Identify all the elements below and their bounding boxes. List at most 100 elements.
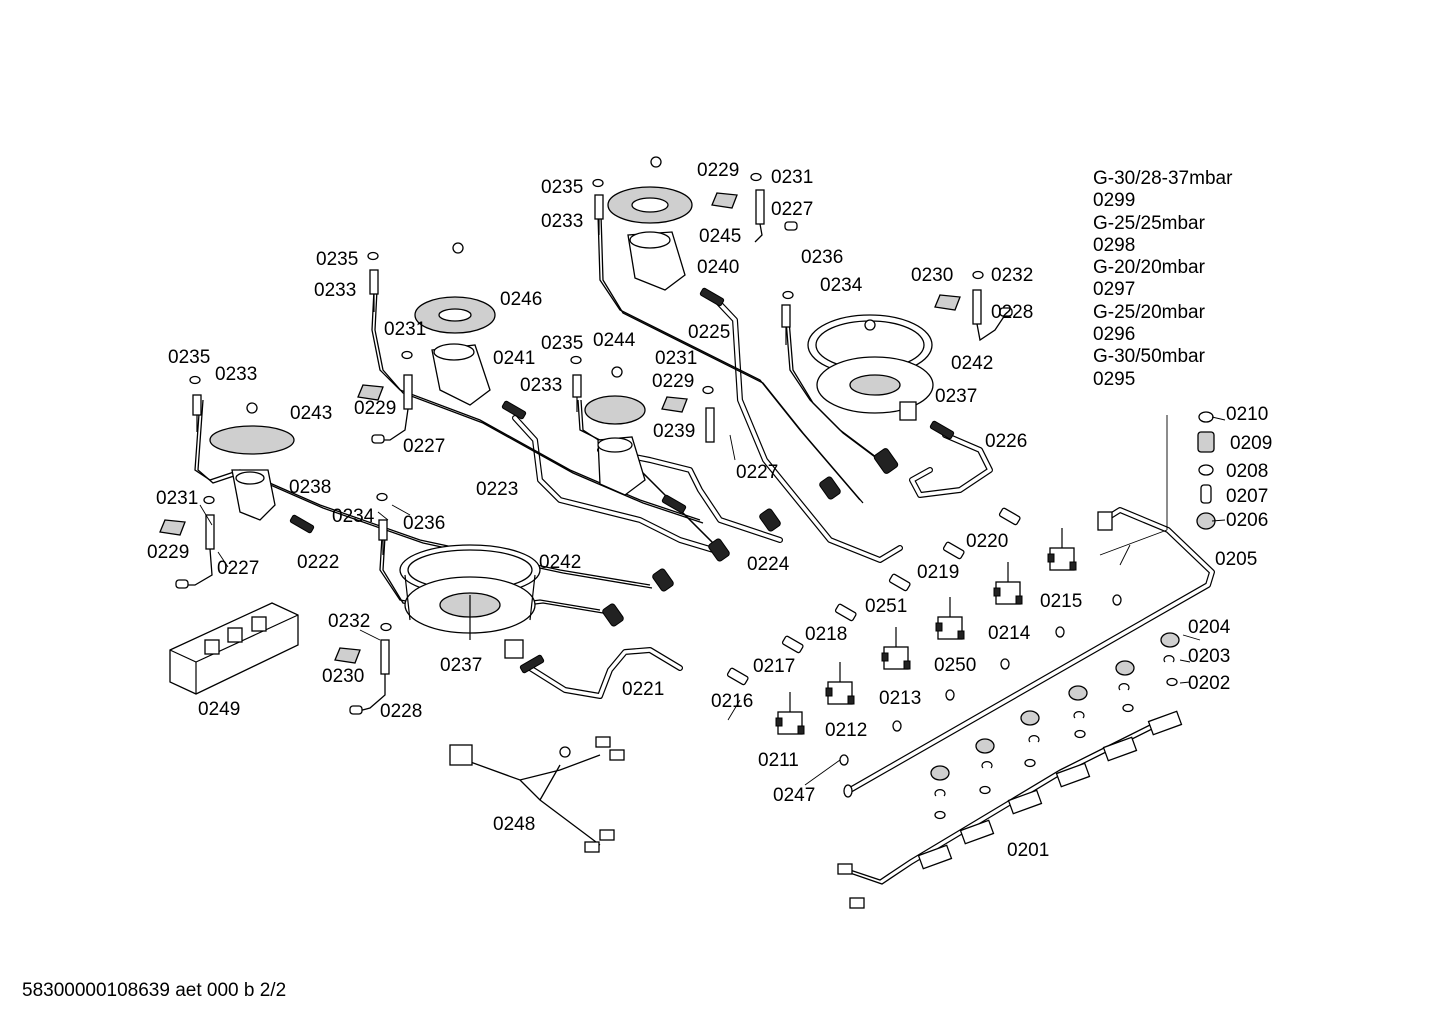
burner-left-small [209, 402, 295, 521]
thermocouple-connectors [602, 448, 899, 627]
callout-label: 0242 [951, 353, 993, 374]
callout-label: 0231 [156, 488, 198, 509]
callout-label: 0214 [988, 623, 1031, 644]
burner-center-small [584, 366, 646, 496]
burner-rear-left [414, 242, 496, 406]
callout-label: 0228 [380, 701, 422, 722]
callout-label: 0233 [541, 211, 583, 232]
callout-label: 0238 [289, 477, 331, 498]
callout-label: 0206 [1226, 510, 1268, 531]
gas-variant-label: G-20/20mbar [1093, 257, 1205, 279]
callout-label: 0240 [697, 257, 739, 278]
callout-label: 0215 [1040, 591, 1082, 612]
callout-label: 0227 [217, 558, 259, 579]
gas-variant-label: G-30/28-37mbar [1093, 168, 1233, 189]
callout-label: 0235 [541, 177, 583, 198]
callout-label: 0248 [493, 814, 535, 835]
callout-label: 0208 [1226, 461, 1268, 482]
callout-label: 0234 [332, 506, 375, 527]
callout-label: 0231 [384, 319, 426, 340]
callout-label: 0229 [697, 160, 739, 181]
electrode-leads [175, 221, 1013, 715]
gas-variant-label: G-25/20mbar [1093, 301, 1205, 323]
callout-label: 0233 [314, 280, 356, 301]
callout-label: 0246 [500, 289, 542, 310]
callout-label: 0203 [1188, 646, 1230, 667]
gas-rail-pipe [843, 507, 1215, 798]
callout-label: 0233 [520, 375, 562, 396]
callout-label: 0205 [1215, 549, 1257, 570]
clips-washers [159, 172, 984, 664]
gas-variant-label: G-30/50mbar [1093, 346, 1205, 368]
callout-label: 0243 [290, 403, 332, 424]
callout-label: 0202 [1188, 673, 1230, 694]
wiring-harness [449, 736, 625, 853]
callout-label: 0235 [316, 249, 358, 270]
callout-label: 0219 [917, 562, 959, 583]
callout-label: 0221 [622, 679, 664, 700]
spare-fitting-stack [1099, 411, 1216, 556]
callout-label: 0231 [655, 348, 697, 369]
callout-label: 0249 [198, 699, 240, 720]
gas-variant-part: 0296 [1093, 324, 1136, 346]
callout-label: 0237 [440, 655, 482, 676]
callout-label: 0230 [911, 265, 953, 286]
injectors [289, 287, 1021, 686]
burner-rear-mid [607, 156, 693, 291]
callout-label: 0237 [935, 386, 977, 407]
callout-label: 0222 [297, 552, 339, 573]
callout-label: 0236 [801, 247, 843, 268]
burner-right-rear [807, 314, 934, 421]
thermocouple-probes [192, 189, 982, 675]
callout-label: 0242 [539, 552, 581, 573]
callout-label: 0251 [865, 596, 907, 617]
callout-labels: 0235 0233 0229 0231 0227 0245 0240 0236 … [147, 160, 1272, 861]
knob-assemblies [930, 632, 1180, 820]
burner-center [399, 544, 541, 659]
callout-label: 0227 [771, 199, 813, 220]
callout-label: 0218 [805, 624, 847, 645]
ignition-switch-harness [837, 710, 1183, 909]
callout-label: 0212 [825, 720, 867, 741]
callout-label: 0247 [773, 785, 815, 806]
callout-label: 0207 [1226, 486, 1268, 507]
gas-valves [775, 528, 1077, 735]
callout-label: 0224 [747, 554, 790, 575]
gas-variant-part: 0298 [1093, 234, 1136, 256]
callout-label: 0250 [934, 655, 976, 676]
callout-label: 0229 [652, 371, 694, 392]
gas-variant-part: 0295 [1093, 368, 1136, 390]
callout-label: 0239 [653, 421, 695, 442]
callout-label: 0216 [711, 691, 753, 712]
callout-label: 0223 [476, 479, 518, 500]
callout-label: 0217 [753, 656, 795, 677]
rail-fittings [839, 594, 1122, 766]
callout-label: 0227 [403, 436, 445, 457]
callout-label: 0230 [322, 666, 364, 687]
gas-variant-legend: G-30/28-37mbar 0299 G-25/25mbar 0298 G-2… [1093, 168, 1232, 391]
callout-label: 0210 [1226, 404, 1268, 425]
callout-label: 0211 [758, 750, 799, 771]
callout-label: 0231 [771, 167, 813, 188]
callout-label: 0236 [403, 513, 445, 534]
thermocouple-wires [194, 214, 884, 614]
callout-label: 0244 [593, 330, 636, 351]
callout-label: 0227 [736, 462, 778, 483]
callout-label: 0204 [1188, 617, 1231, 638]
callout-label: 0229 [147, 542, 189, 563]
burner-pipes [512, 299, 993, 699]
callout-label: 0213 [879, 688, 921, 709]
gas-variant-part: 0297 [1093, 279, 1136, 301]
ignition-module [169, 602, 299, 695]
callout-label: 0209 [1230, 433, 1272, 454]
callout-label: 0229 [354, 398, 396, 419]
callout-label: 0220 [966, 531, 1008, 552]
callout-label: 0226 [985, 431, 1027, 452]
gas-variant-part: 0299 [1093, 190, 1136, 212]
callout-label: 0233 [215, 364, 257, 385]
callout-label: 0201 [1007, 840, 1049, 861]
gas-variant-label: G-25/25mbar [1093, 212, 1205, 234]
document-footer-id: 58300000108639 aet 000 b 2/2 [22, 980, 287, 1001]
callout-label: 0234 [820, 275, 863, 296]
